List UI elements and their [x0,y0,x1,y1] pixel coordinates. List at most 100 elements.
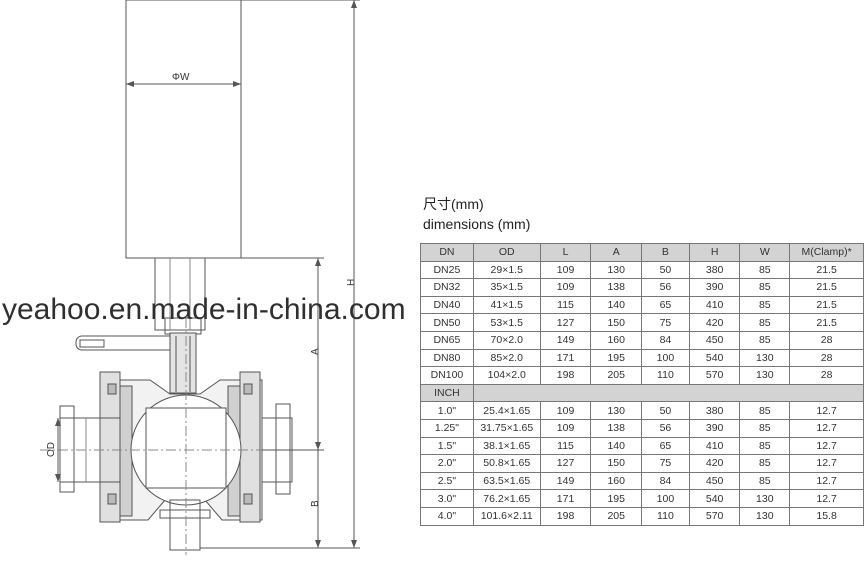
b-label: B [310,500,321,507]
table-cell: 450 [688,330,741,350]
table-cell: 12.7 [789,454,864,473]
table-cell: 171 [539,348,592,368]
table-cell: 198 [539,506,592,526]
header-cell: B [641,243,690,262]
table-cell: 85 [739,260,791,280]
table-cell: 21.5 [789,313,864,332]
table-cell: 1.0" [420,401,474,420]
table-cell: 390 [688,278,741,297]
table-cell: 101.6×2.11 [472,506,541,526]
table-cell: 28 [789,348,864,368]
table-cell: 100 [641,489,690,508]
table-cell: 12.7 [789,471,864,491]
table-cell: 1.5" [420,436,474,456]
table-cell: 140 [590,295,643,315]
table-cell: 63.5×1.65 [472,471,541,491]
table-cell: 21.5 [789,295,864,315]
table-cell: 104×2.0 [472,366,541,385]
actuator-cylinder [125,0,242,259]
table-cell: 149 [539,330,592,350]
table-cell: 35×1.5 [472,278,541,297]
table-cell: 109 [539,278,592,297]
dimensions-title-chinese: 尺寸(mm) [423,196,484,212]
table-cell: 115 [539,436,592,456]
table-cell: 75 [641,313,690,332]
table-cell: 84 [641,330,690,350]
table-cell: 109 [539,260,592,280]
table-cell: 21.5 [789,260,864,280]
table-cell: DN80 [420,348,474,368]
table-cell: DN100 [420,366,474,385]
header-cell: W [739,243,791,262]
table-cell: 160 [590,330,643,350]
table-cell: 31.75×1.65 [472,418,541,438]
table-cell: 85 [739,454,791,473]
table-cell: 21.5 [789,278,864,297]
table-header-row: DN OD L A B H W M(Clamp)* [420,243,864,262]
table-cell: 130 [739,506,791,526]
table-cell: 195 [590,348,643,368]
inch-section-spacer [472,383,864,403]
inch-section-row: INCH [420,383,864,403]
table-cell: 130 [590,401,643,420]
header-cell: L [539,243,592,262]
table-cell: 410 [688,436,741,456]
phi-w-label: ΦW [172,72,190,83]
table-cell: DN40 [420,295,474,315]
header-cell: H [688,243,741,262]
table-cell: 570 [688,506,741,526]
handle-arm [75,335,177,351]
table-cell: 205 [590,506,643,526]
valve-stem [154,257,206,331]
table-cell: 70×2.0 [472,330,541,350]
table-cell: 50 [641,401,690,420]
table-cell: 420 [688,313,741,332]
table-cell: 540 [688,348,741,368]
table-cell: 380 [688,260,741,280]
table-cell: 12.7 [789,489,864,508]
h-label: H [346,279,357,286]
table-cell: 15.8 [789,506,864,526]
table-cell: 38.1×1.65 [472,436,541,456]
table-cell: 410 [688,295,741,315]
table-cell: 110 [641,506,690,526]
table-cell: 50.8×1.65 [472,454,541,473]
table-cell: 109 [539,418,592,438]
table-cell: 130 [739,489,791,508]
table-cell: 138 [590,418,643,438]
table-cell: 75 [641,454,690,473]
table-cell: 127 [539,313,592,332]
table-cell: 171 [539,489,592,508]
header-cell: OD [472,243,541,262]
table-cell: 115 [539,295,592,315]
table-cell: 12.7 [789,436,864,456]
table-cell: 85 [739,313,791,332]
table-cell: 85 [739,295,791,315]
table-cell: 85 [739,401,791,420]
table-cell: 420 [688,454,741,473]
table-cell: 130 [739,366,791,385]
table-cell: 149 [539,471,592,491]
table-cell: 41×1.5 [472,295,541,315]
dimensions-title-english: dimensions (mm) [423,216,531,232]
table-cell: 12.7 [789,418,864,438]
table-cell: 2.5" [420,471,474,491]
table-cell: 25.4×1.65 [472,401,541,420]
table-cell: 4.0" [420,506,474,526]
table-cell: 1.25" [420,418,474,438]
header-cell: A [590,243,643,262]
table-cell: 85×2.0 [472,348,541,368]
table-cell: DN65 [420,330,474,350]
table-cell: 12.7 [789,401,864,420]
table-cell: 205 [590,366,643,385]
